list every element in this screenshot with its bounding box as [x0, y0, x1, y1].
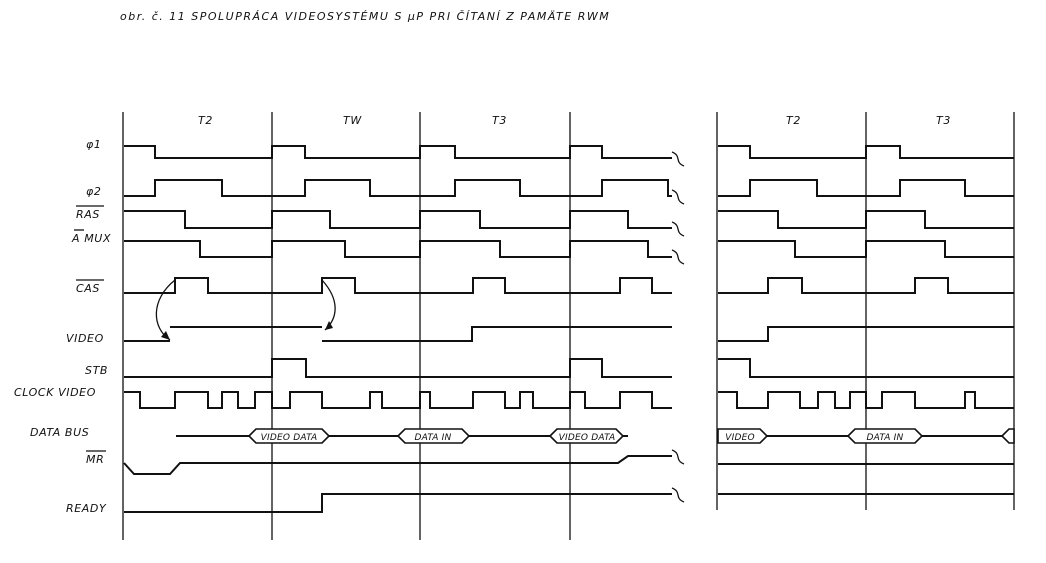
- signal-label-stb: STB: [85, 364, 108, 377]
- arrowhead-icon: [325, 321, 333, 330]
- bus-box-data-in: [396, 428, 471, 444]
- bus-label-video-data-2: VIDEO DATA: [559, 433, 616, 443]
- waveform-stb-right: [718, 358, 1014, 378]
- period-label-tw: TW: [343, 114, 362, 127]
- signal-label-clock-video: CLOCK VIDEO: [14, 386, 96, 399]
- waveform-stb: [124, 358, 672, 378]
- break-mark: [671, 449, 685, 465]
- waveform-amux: [124, 240, 672, 258]
- bus-box-video-data: [548, 428, 625, 444]
- break-mark: [671, 249, 685, 265]
- label-overbars: [74, 205, 106, 452]
- bus-box-partial: [1000, 428, 1015, 444]
- bus-label-video-right: VIDEO: [725, 433, 755, 443]
- period-label-t3: T3: [492, 114, 507, 127]
- period-label-t2-right: T2: [786, 114, 801, 127]
- arrowhead-icon: [161, 331, 170, 340]
- signal-label-data-bus: DATA BUS: [30, 426, 89, 439]
- waveform-phi2: [124, 179, 672, 197]
- period-label-t2: T2: [198, 114, 213, 127]
- signal-label-amux: A MUX: [71, 232, 111, 245]
- signal-label-phi2: φ2: [86, 185, 101, 198]
- right-waveforms: [717, 145, 1015, 495]
- waveform-mr: [123, 455, 672, 475]
- waveform-clock-video-right: [718, 391, 1014, 409]
- waveform-phi2-right: [718, 179, 1014, 197]
- bus-label-video-data: VIDEO DATA: [261, 433, 318, 443]
- diagram-title: obr. č. 11 SPOLUPRÁCA VIDEOSYSTÉMU S µP …: [120, 10, 610, 23]
- bus-label-data-in: DATA IN: [415, 433, 452, 443]
- timing-arrows: [155, 279, 336, 341]
- waveform-ras: [124, 210, 672, 229]
- signal-label-cas: CAS: [76, 282, 100, 295]
- bus-label-data-in-right: DATA IN: [867, 433, 904, 443]
- waveform-clock-video: [124, 391, 672, 409]
- waveform-cas: [124, 277, 672, 294]
- signal-label-ready: READY: [66, 502, 107, 515]
- waveform-ras-right: [718, 210, 1014, 229]
- waveform-phi1: [124, 145, 672, 159]
- bus-box-data-in: [846, 428, 924, 444]
- break-mark: [671, 487, 685, 503]
- waveform-video: [124, 326, 672, 342]
- signal-label-phi1: φ1: [86, 138, 101, 151]
- break-mark: [671, 189, 685, 205]
- waveform-ready: [124, 493, 672, 513]
- waveform-phi1-right: [718, 145, 1014, 159]
- signal-label-video: VIDEO: [66, 332, 104, 345]
- bus-box-video: [717, 428, 769, 444]
- waveform-cas-right: [718, 277, 1014, 294]
- period-label-t3-right: T3: [936, 114, 951, 127]
- waveform-amux-right: [718, 240, 1014, 258]
- signal-label-ras: RAS: [76, 208, 100, 221]
- timing-arrow: [155, 279, 176, 341]
- signal-label-mr: MR: [86, 453, 104, 466]
- waveform-video-right: [718, 326, 1014, 342]
- bus-box-video-data: [247, 428, 331, 444]
- break-mark: [671, 151, 685, 167]
- left-waveforms: [123, 145, 685, 513]
- break-mark: [671, 221, 685, 237]
